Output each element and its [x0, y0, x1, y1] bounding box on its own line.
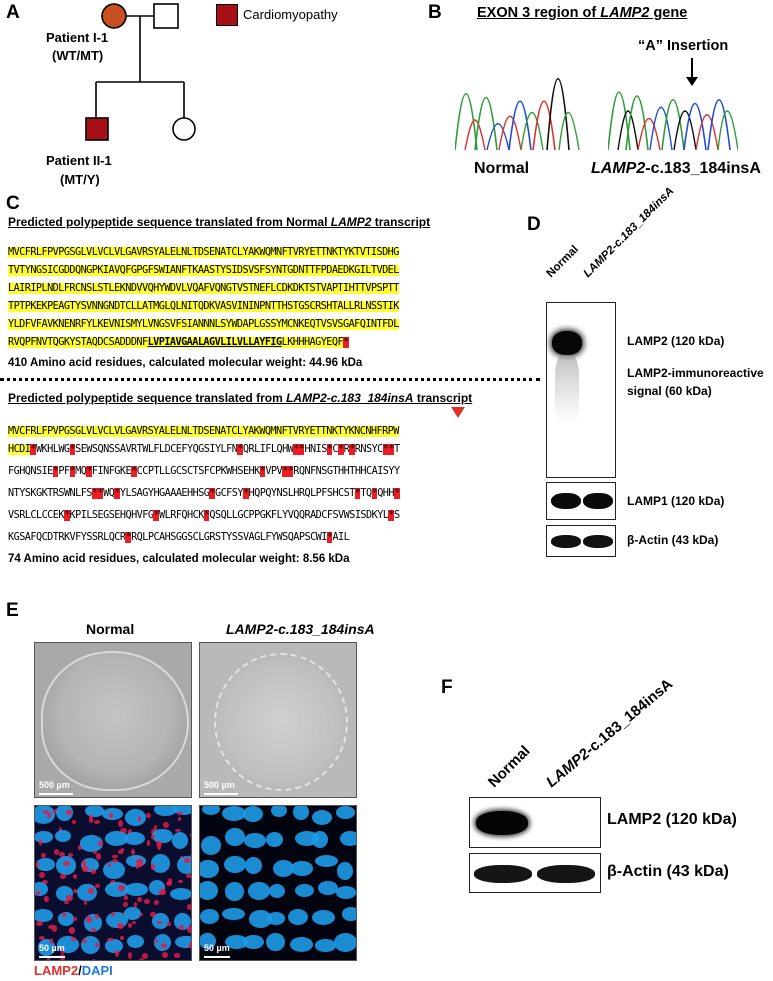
normal-seq-line-5: YLDFVFAVKNENRFYLKEVNISMYLVNGSVFSIANNNLSY… [8, 319, 399, 330]
mutant-seq-note: 74 Amino acid residues, calculated molec… [8, 553, 350, 565]
panel-d-actin-label: β-Actin (43 kDa) [627, 533, 719, 547]
panel-d-immuno-label-1: LAMP2-immunoreactive [627, 366, 764, 380]
scale-bar-500-normal [39, 793, 73, 795]
mutant-seq-line-1: MVCFRLFPVPGSGLVLVCLVLGAVRSYALELNLTDSENAT… [8, 426, 399, 437]
father-symbol [153, 3, 179, 29]
mutant-seq-header: Predicted polypeptide sequence translate… [8, 391, 473, 405]
mutant-seq-line-6: KGSAFQCDTRKVFYSSRLQCR*RQLPCAHSGGSCLGRSTY… [8, 532, 350, 543]
pedigree-chart [85, 3, 196, 141]
fluorescence-mutant: 50 µm [199, 805, 357, 961]
panel-e-legend: LAMP2/DAPI [34, 963, 113, 978]
insertion-marker-icon [451, 407, 465, 418]
mutant-chromatogram [608, 91, 738, 151]
panel-d-lane1: Normal [544, 243, 582, 280]
normal-seq-line-3: LAIRIPLNDLFRCNSLSTLEKNDVVQHYWDVLVQAFVQNG… [8, 283, 399, 294]
panel-f-lane2: LAMP2-c.183_184insA [543, 675, 676, 791]
normal-seq-line-6: RVQPFNVTQGKYSTAQDCSADDDNFLVPIAVGAALAGVLI… [8, 337, 349, 348]
lamp2-band-normal [552, 331, 582, 355]
panel-e-normal-title: Normal [86, 621, 135, 637]
patient2-genotype: (MT/Y) [60, 172, 100, 187]
panel-f-lamp2-blot [469, 797, 601, 848]
insertion-label: “A” Insertion [638, 38, 729, 54]
patient2-symbol [85, 117, 109, 141]
mutant-chromatogram-label: LAMP2-c.183_184insA [591, 160, 761, 177]
fluorescence-normal: 50 µm [34, 805, 192, 961]
normal-seq-line-1: MVCFRLFPVPGSGLVLVCLVLGAVRSYALELNLTDSENAT… [8, 247, 399, 258]
legend-swatch [216, 4, 238, 26]
panel-f-lane1: Normal [484, 742, 534, 791]
panel-label-a: A [6, 2, 20, 23]
brightfield-mutant: 500 µm [199, 642, 357, 798]
panel-d-lamp2-blot [546, 302, 616, 478]
panel-d-immuno-label-2: signal (60 kDa) [627, 384, 712, 398]
panel-d-lamp1-blot [546, 482, 616, 520]
patient1-symbol [101, 3, 127, 29]
patient2-name: Patient II-1 [46, 153, 112, 168]
panel-b-title: EXON 3 region of LAMP2 gene [477, 5, 688, 21]
scale-label-50-normal: 50 µm [39, 943, 65, 953]
transmembrane-domain: LVPIAVGAALAGVLILVLLAYFIG [147, 337, 282, 348]
brightfield-normal: 500 µm [34, 642, 192, 798]
scale-label-500-mutant: 500 µm [204, 780, 235, 790]
scale-bar-50-normal [39, 956, 65, 958]
panel-label-e: E [6, 600, 19, 621]
scale-bar-500-mutant [204, 793, 238, 795]
mutant-seq-line-5: VSRLCLCCEK*KPILSEGSEHQHVFG*WLRFQHCK*QSQL… [8, 510, 400, 521]
panel-f-lamp2-label: LAMP2 (120 kDa) [607, 811, 737, 828]
scale-label-500-normal: 500 µm [39, 780, 70, 790]
lamp2-band-smear [555, 355, 579, 425]
panel-d-lane2: LAMP2-c.183_184insA [581, 185, 677, 280]
panel-d-actin-blot [546, 525, 616, 557]
scale-label-50-mutant: 50 µm [204, 943, 230, 953]
panel-label-f: F [441, 677, 453, 698]
normal-chromatogram [455, 78, 580, 151]
normal-seq-line-4: TPTPKEKPEAGTYSVNNGNDTCLLATMGLQLNITQDKVAS… [8, 301, 399, 312]
normal-seq-note: 410 Amino acid residues, calculated mole… [8, 357, 363, 369]
section-divider [0, 378, 540, 381]
patient1-name: Patient I-1 [46, 30, 109, 45]
panel-f-actin-blot [469, 853, 601, 893]
panel-label-d: D [527, 214, 541, 235]
panel-e-mutant-title: LAMP2-c.183_184insA [226, 621, 375, 637]
panel-label-b: B [428, 2, 442, 23]
patient1-genotype: (WT/MT) [52, 48, 104, 63]
mutant-seq-line-4: NTYSKGKTRSWNLFS**WQ*YLSAGYHGAAAEHHSG*GCF… [8, 488, 400, 499]
normal-seq-line-2: TVTYNGSICGDDQNGPKIAVQFGPGFSWIANFTKAASTYS… [8, 265, 399, 276]
mutant-seq-line-2: HCDI*WKHLWG*SEWSQNSSAVRTWLFLDCEFYQGSIYLF… [8, 444, 400, 455]
panel-d-lamp1-label: LAMP1 (120 kDa) [627, 494, 725, 508]
panel-label-c: C [6, 193, 20, 214]
panel-f-actin-label: β-Actin (43 kDa) [607, 863, 729, 880]
sister-symbol [172, 117, 196, 141]
insertion-arrow [686, 58, 698, 86]
panel-d-lamp2-label: LAMP2 (120 kDa) [627, 334, 725, 348]
normal-seq-header: Predicted polypeptide sequence translate… [8, 215, 431, 229]
mutant-seq-line-3: FGHQNSIE*PF*MQ*FINFGKE*CCPTLLGCSCTSFCPKW… [8, 466, 400, 477]
scale-bar-50-mutant [204, 956, 230, 958]
normal-chromatogram-label: Normal [474, 160, 530, 177]
legend-label: Cardiomyopathy [243, 7, 338, 22]
